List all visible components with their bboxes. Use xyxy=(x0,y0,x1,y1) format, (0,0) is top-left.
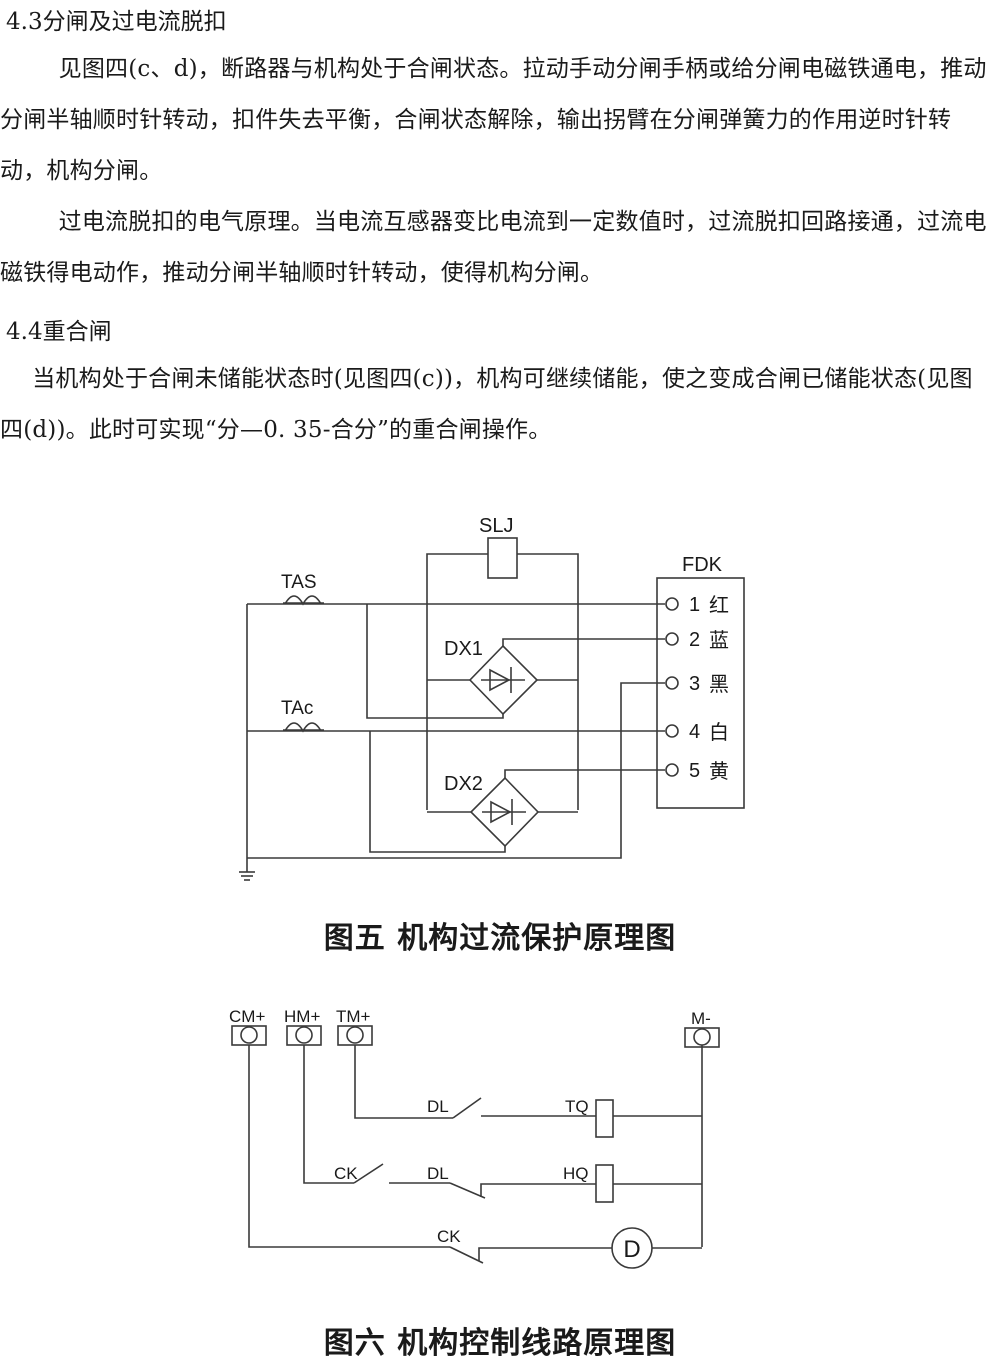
dx1-bridge-icon xyxy=(468,644,539,716)
slj-right-wire xyxy=(517,553,579,810)
dl-mid-label: DL xyxy=(427,1164,449,1183)
hm-plus-label: HM+ xyxy=(284,1007,320,1026)
hq-label: HQ xyxy=(563,1164,589,1183)
tm-plus-terminal-icon xyxy=(346,1026,364,1044)
hq-coil-box xyxy=(595,1164,614,1203)
dx1-label: DX1 xyxy=(444,638,483,660)
ck-bottom-contact-icon xyxy=(449,1246,484,1264)
tm-plus-label: TM+ xyxy=(336,1007,371,1026)
m-minus-terminal-icon xyxy=(693,1028,711,1046)
slj-relay-box xyxy=(487,537,518,579)
terminal-4-number: 4 xyxy=(689,721,700,743)
ck-mid-contact-icon xyxy=(353,1163,384,1184)
control-circuit: CM+ HM+ TM+ M- DL TQ CK DL HQ D CK xyxy=(229,1007,720,1269)
terminal-5-color: 黄 xyxy=(709,760,729,783)
section-4-4-paragraph-1: 当机构处于合闸未储能状态时(见图四(c))，机构可继续储能，使之变成合闸已储能状… xyxy=(0,366,973,443)
terminal-3-icon xyxy=(665,676,679,690)
section-4-3-paragraph-1: 见图四(c、d)，断路器与机构处于合闸状态。拉动手动分闸手柄或给分闸电磁铁通电，… xyxy=(0,56,987,184)
terminal-3-number: 3 xyxy=(689,673,700,695)
terminal-5-icon xyxy=(665,763,679,777)
terminal-5-number: 5 xyxy=(689,760,700,782)
hm-plus-terminal xyxy=(286,1025,322,1046)
overcurrent-circuit: SLJ FDK TAS TAc DX1 DX2 1 红 2 蓝 3 黑 4 白 … xyxy=(239,515,745,881)
dx2-bottom-wire xyxy=(369,731,506,853)
cm-plus-terminal-icon xyxy=(240,1026,258,1044)
dx1-top-wire xyxy=(502,638,665,646)
tac-label: TAc xyxy=(281,698,313,719)
tm-plus-terminal xyxy=(337,1025,373,1046)
dl-top-contact-icon xyxy=(452,1097,482,1119)
tas-coil-icon xyxy=(284,595,322,606)
tas-label: TAS xyxy=(281,572,317,593)
terminal-1-number: 1 xyxy=(689,594,700,616)
slj-label: SLJ xyxy=(479,515,513,537)
cm-plus-terminal xyxy=(231,1025,267,1046)
section-4-4-heading: 4.4重合闸 xyxy=(6,319,112,345)
m-minus-terminal xyxy=(684,1027,720,1048)
hm-plus-terminal-icon xyxy=(295,1026,313,1044)
dx2-top-wire xyxy=(504,769,665,778)
terminal-4-icon xyxy=(665,724,679,738)
terminal-2-icon xyxy=(665,632,679,646)
ground-icon xyxy=(239,871,255,881)
ck-bottom-label: CK xyxy=(437,1227,461,1246)
ck-mid-label: CK xyxy=(334,1164,358,1183)
dx2-bridge-icon xyxy=(469,776,540,848)
tac-coil-icon xyxy=(284,722,322,733)
tm-wire xyxy=(354,1045,453,1119)
tq-label: TQ xyxy=(565,1097,589,1116)
section-4-3-paragraph-2: 过电流脱扣的电气原理。当电流互感器变比电流到一定数值时，过流脱扣回路接通，过流电… xyxy=(0,209,987,286)
motor-label: D xyxy=(623,1236,640,1263)
terminal-2-color: 蓝 xyxy=(709,629,729,652)
hm-wire xyxy=(303,1045,354,1184)
pin3-return-wire xyxy=(247,682,665,859)
fdk-terminal-block xyxy=(656,577,745,809)
dx2-label: DX2 xyxy=(444,773,483,795)
cm-wire xyxy=(248,1045,450,1248)
dl-top-label: DL xyxy=(427,1097,449,1116)
figure-5-caption: 图五 机构过流保护原理图 xyxy=(323,921,677,956)
terminal-1-icon xyxy=(665,597,679,611)
terminal-1-color: 红 xyxy=(709,594,729,617)
figure-6-caption: 图六 机构控制线路原理图 xyxy=(323,1326,677,1361)
terminal-3-color: 黑 xyxy=(709,674,729,696)
cm-plus-label: CM+ xyxy=(229,1007,265,1026)
section-4-3-heading: 4.3分闸及过电流脱扣 xyxy=(6,9,227,35)
fdk-label: FDK xyxy=(682,554,723,576)
m-minus-label: M- xyxy=(691,1009,711,1028)
slj-left-wire xyxy=(426,553,488,810)
tq-coil-box xyxy=(595,1099,614,1138)
dx1-bottom-wire xyxy=(366,604,504,719)
dl-mid-contact-icon xyxy=(449,1182,486,1199)
terminal-4-color: 白 xyxy=(709,721,729,744)
terminal-2-number: 2 xyxy=(689,629,700,651)
